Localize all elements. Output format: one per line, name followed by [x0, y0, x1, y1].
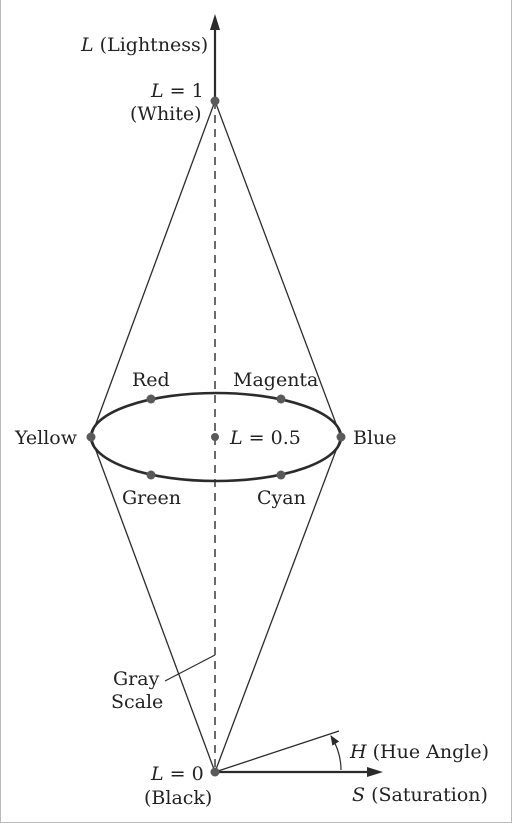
black-label: (Black)	[144, 787, 213, 809]
saturation-axis-arrowhead	[367, 767, 383, 777]
hue-angle-label: H (Hue Angle)	[350, 741, 489, 763]
gray-scale-label-line1: Gray	[113, 668, 160, 690]
magenta-label: Magenta	[233, 369, 319, 391]
hue-symbol: H	[350, 741, 367, 763]
mid-eq: = 0.5	[248, 427, 301, 449]
mid-lightness-label: L = 0.5	[230, 427, 301, 449]
saturation-text: (Saturation)	[371, 784, 488, 806]
red-label: Red	[132, 369, 170, 391]
hue-angle-arc	[330, 735, 342, 771]
hue-angle-line	[214, 730, 340, 773]
saturation-symbol: S	[352, 784, 366, 806]
magenta-point	[276, 394, 286, 404]
black-point	[210, 767, 220, 777]
lower-cone-left-edge	[90, 436, 216, 773]
black-eq: = 0	[169, 763, 204, 785]
lightness-text: (Lightness)	[99, 34, 209, 56]
white-symbol: L	[151, 80, 164, 102]
green-label: Green	[122, 487, 181, 509]
mid-lightness-point	[211, 433, 219, 441]
cyan-point	[276, 470, 286, 480]
saturation-axis-label: S (Saturation)	[352, 784, 488, 806]
blue-label: Blue	[353, 427, 397, 449]
red-point	[146, 394, 156, 404]
white-value-label: L = 1	[151, 80, 204, 102]
white-eq: = 1	[169, 80, 204, 102]
cyan-label: Cyan	[257, 487, 306, 509]
lightness-axis-label: L (Lightness)	[81, 34, 208, 56]
black-value-label: L = 0	[151, 763, 204, 785]
yellow-point	[86, 432, 96, 442]
mid-symbol: L	[230, 427, 243, 449]
lightness-symbol: L	[81, 34, 94, 56]
gray-scale-leader-line	[164, 654, 216, 682]
upper-cone-left-edge	[90, 100, 216, 438]
blue-point	[336, 432, 346, 442]
upper-cone-right-edge	[214, 100, 342, 438]
black-symbol: L	[151, 763, 164, 785]
lightness-axis-arrowhead	[210, 14, 220, 30]
white-point	[210, 96, 220, 106]
white-label: (White)	[130, 103, 202, 125]
lower-cone-right-edge	[214, 436, 342, 773]
hue-text: (Hue Angle)	[372, 741, 489, 763]
gray-scale-label-line2: Scale	[111, 691, 164, 713]
green-point	[146, 470, 156, 480]
yellow-label: Yellow	[15, 427, 77, 449]
